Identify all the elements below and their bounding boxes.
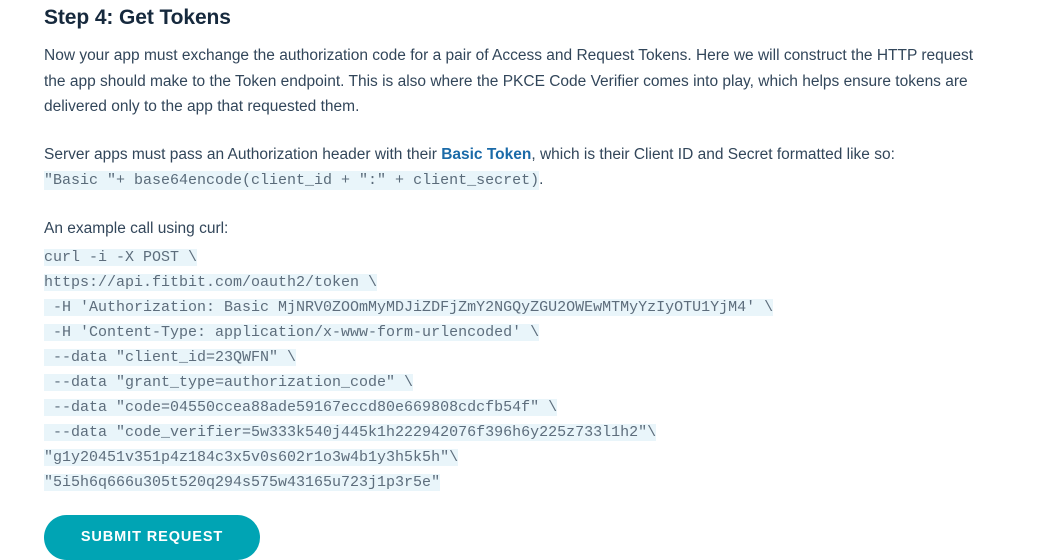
code-line: --data "code_verifier=5w333k540j445k1h22… [44,420,996,445]
step-content-panel: Step 4: Get Tokens Now your app must exc… [44,6,996,560]
code-line-text: "5i5h6q666u305t520q294s575w43165u723j1p3… [44,474,441,491]
code-line: curl -i -X POST \ [44,245,996,270]
code-line-text: --data "client_id=23QWFN" \ [44,349,297,366]
curl-example-code-block: curl -i -X POST \ https://api.fitbit.com… [44,245,996,495]
code-line-text: -H 'Authorization: Basic MjNRV0ZOOmMyMDJ… [44,299,774,316]
step-intro-paragraph: Now your app must exchange the authoriza… [44,47,974,115]
code-line: -H 'Authorization: Basic MjNRV0ZOOmMyMDJ… [44,295,996,320]
basic-token-link[interactable]: Basic Token [441,145,532,163]
code-line: -H 'Content-Type: application/x-www-form… [44,320,996,345]
code-line-text: "g1y20451v351p4z184c3x5v0s602r1o3w4b1y3h… [44,449,459,466]
code-line: --data "grant_type=authorization_code" \ [44,370,996,395]
basic-token-code-part-1: "Basic " [44,171,117,190]
code-line: --data "code=04550ccea88ade59167eccd80e6… [44,395,996,420]
auth-text-before-link: Server apps must pass an Authorization h… [44,145,442,163]
code-line-text: --data "code=04550ccea88ade59167eccd80e6… [44,399,558,416]
code-line-text: https://api.fitbit.com/oauth2/token \ [44,274,378,291]
authorization-header-paragraph: Server apps must pass an Authorization h… [44,142,996,194]
submit-request-button[interactable]: SUBMIT REQUEST [44,515,260,560]
basic-token-code-part-2: + base64encode(client_id + ":" + client_… [116,171,540,190]
code-line-text: curl -i -X POST \ [44,249,198,266]
page-title: Step 4: Get Tokens [44,6,231,29]
code-line-text: --data "grant_type=authorization_code" \ [44,374,414,391]
code-line-text: -H 'Content-Type: application/x-www-form… [44,324,540,341]
code-line: https://api.fitbit.com/oauth2/token \ [44,270,996,295]
example-caption: An example call using curl: [44,219,229,237]
auth-trailing-period: . [539,171,544,188]
code-line: "g1y20451v351p4z184c3x5v0s602r1o3w4b1y3h… [44,445,996,470]
code-line-text: --data "code_verifier=5w333k540j445k1h22… [44,424,657,441]
auth-text-after-link: , which is their Client ID and Secret fo… [531,145,895,163]
code-line: "5i5h6q666u305t520q294s575w43165u723j1p3… [44,470,996,495]
code-line: --data "client_id=23QWFN" \ [44,345,996,370]
